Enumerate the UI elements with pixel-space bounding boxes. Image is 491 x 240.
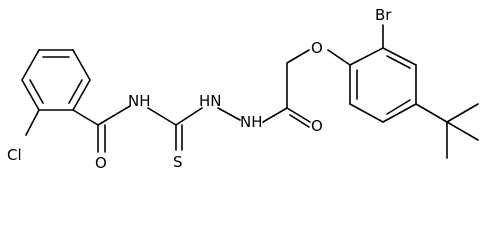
atom-o-carbonyl: O: [311, 117, 323, 135]
structure-canvas: Cl O NH S HN NH O O Br: [7, 6, 479, 172]
atom-nh-hydrazine-1: HN: [199, 92, 222, 110]
bond-nh-cthio: [147, 107, 177, 126]
bond-c-cl: [25, 109, 40, 136]
atom-nh-hydrazine-2: NH: [240, 113, 263, 131]
bond-ring-carbonyl: [72, 109, 99, 126]
atom-s-thio: S: [173, 153, 183, 171]
atom-nh-amide: NH: [128, 92, 151, 110]
atom-cl: Cl: [7, 146, 22, 164]
bromophenyl-ring: [349, 47, 417, 123]
bond-n-n: [217, 107, 241, 121]
bond-carbonyl-o: [286, 107, 311, 123]
atom-br: Br: [375, 6, 392, 24]
bond-cthio-hn: [175, 107, 203, 126]
molecule-drawing: Cl O NH S HN NH O O Br: [7, 6, 479, 172]
chlorophenyl-ring: [21, 49, 91, 111]
bond-c-nh: [97, 105, 131, 126]
tert-butyl-group: [415, 103, 479, 159]
bond-nh-carbonyl: [262, 107, 288, 123]
atom-o-ether: O: [311, 39, 323, 57]
bond-ch2-oether: [286, 49, 310, 64]
atom-o-amide: O: [95, 154, 107, 172]
bond-oether-ring: [327, 49, 351, 66]
